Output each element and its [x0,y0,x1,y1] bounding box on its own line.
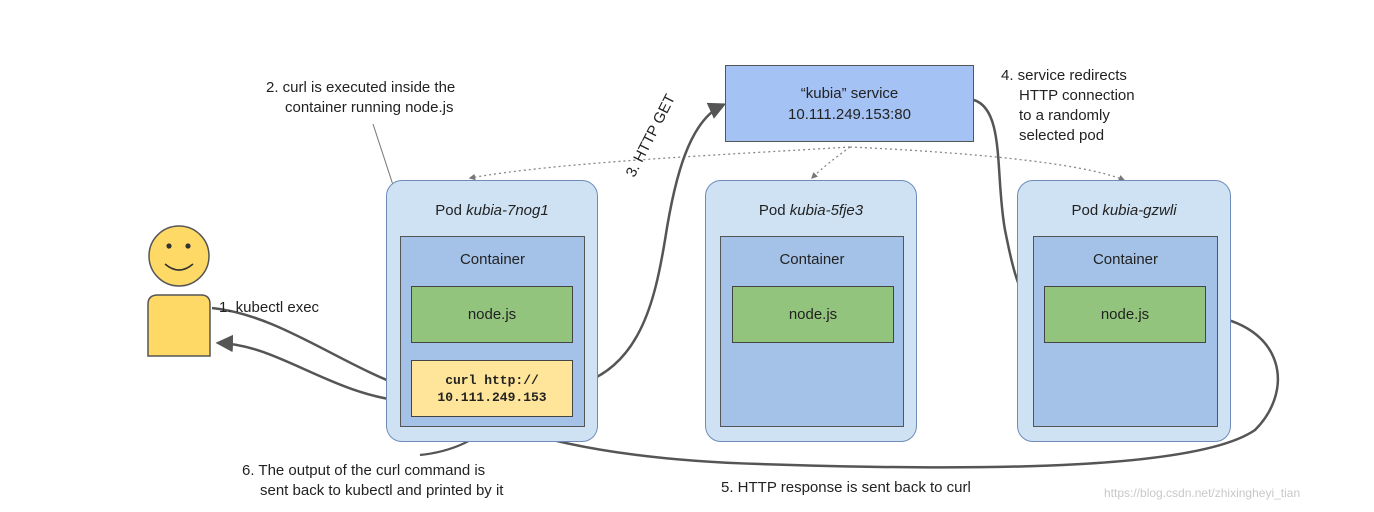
step6-line2: sent back to kubectl and printed by it [260,482,504,499]
http-get-arrow [572,102,727,388]
kubia-service-box: “kubia” service 10.111.249.153:80 [725,65,974,142]
pod-title: Pod kubia-gzwli [1018,202,1230,219]
container-label: Container [779,251,845,268]
nodejs-box-pod3: node.js [1044,286,1206,343]
step6-note: 6. The output of the curl command is sen… [242,461,503,501]
step4-line2: HTTP connection [1019,87,1135,104]
pod-name: kubia-7nog1 [466,202,549,219]
pod-name: kubia-gzwli [1102,202,1177,219]
pod-title: Pod kubia-5fje3 [706,202,916,219]
pod-prefix: Pod [1071,202,1103,219]
service-name: “kubia” service [800,84,899,102]
curl-command-line1: curl http:// [445,372,539,388]
nodejs-label: node.js [1100,306,1150,323]
pod-title: Pod kubia-7nog1 [387,202,597,219]
service-address: 10.111.249.153:80 [788,105,911,123]
step6-line1: 6. The output of the curl command is [242,462,486,479]
service-to-pod3-dotted [849,146,1126,182]
step4-line3: to a randomly [1019,107,1110,124]
step5-note: 5. HTTP response is sent back to curl [721,479,971,496]
step2-line1: 2. curl is executed inside the [266,79,456,96]
kubectl-user [146,224,212,358]
step1-note: 1. kubectl exec [219,299,320,316]
pod-name: kubia-5fje3 [789,202,864,219]
curl-command-box: curl http:// 10.111.249.153 [411,360,573,417]
http-response-arrow [486,313,1279,469]
step4-note: 4. service redirects HTTP connection to … [1001,66,1135,146]
user-icon [147,225,211,357]
step2-line2: container running node.js [285,99,454,116]
step2-note: 2. curl is executed inside the container… [266,78,455,118]
nodejs-label: node.js [467,306,517,323]
pod-prefix: Pod [758,202,790,219]
pod-prefix: Pod [435,202,467,219]
service-to-pod1-dotted [468,146,851,181]
curl-command-line2: 10.111.249.153 [437,389,547,405]
nodejs-box-pod1: node.js [411,286,573,343]
container-label: Container [459,251,526,268]
watermark: https://blog.csdn.net/zhixingheyi_tian [1104,486,1301,500]
container-label: Container [1092,251,1159,268]
step4-line4: selected pod [1019,127,1105,144]
nodejs-box-pod2: node.js [732,286,894,343]
service-to-pod2-dotted [811,146,851,179]
step4-line1: 4. service redirects [1001,67,1127,84]
output-back-arrow [215,334,411,404]
nodejs-label: node.js [788,306,838,323]
kubectl-exec-arrow [211,306,414,393]
